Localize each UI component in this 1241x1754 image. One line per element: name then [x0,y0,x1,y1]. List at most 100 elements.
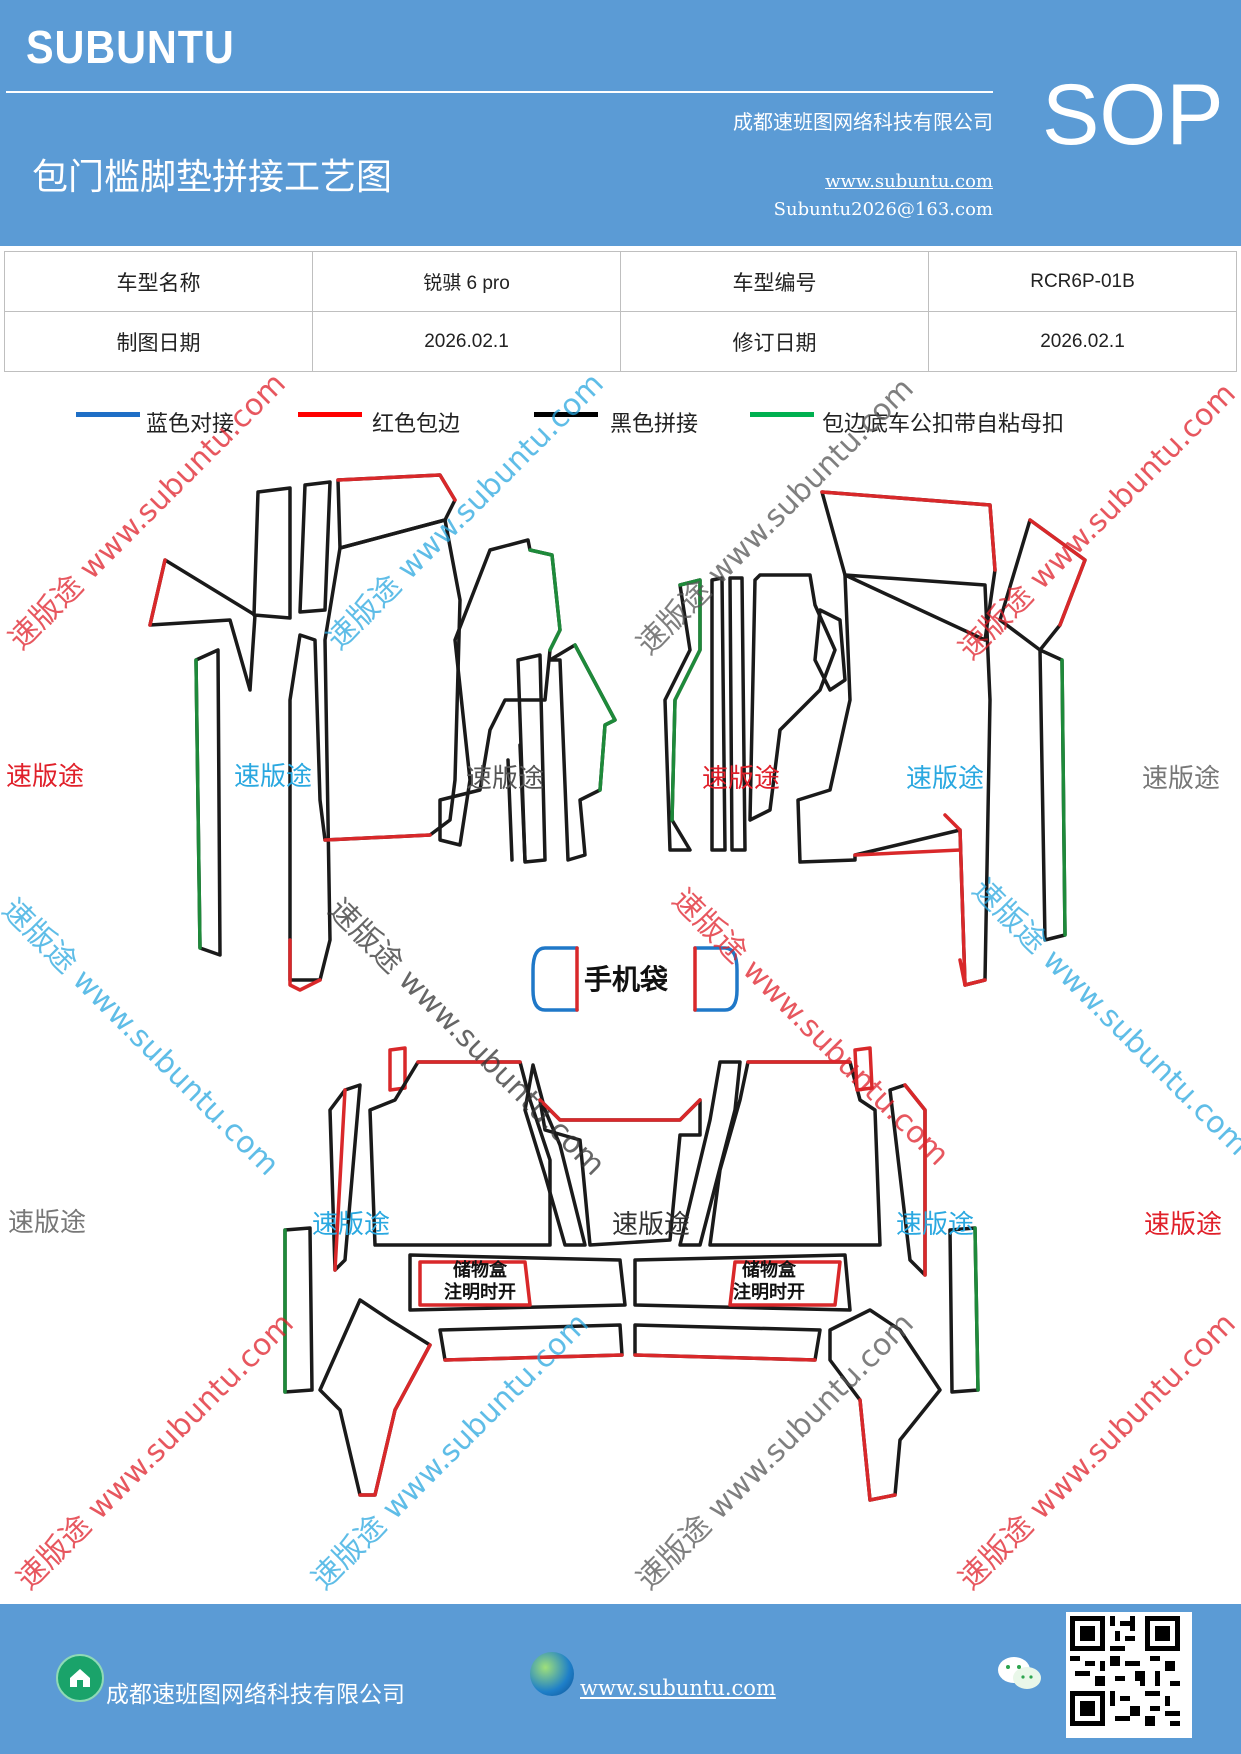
mat-edge-red [633,1353,817,1362]
email-address: Subuntu2026@163.com [773,199,993,220]
table-row: 车型名称 锐骐 6 pro 车型编号 RCR6P-01B [4,251,1237,312]
mat-edge-green [528,548,562,652]
storage-box-left-inner [418,1260,532,1307]
mat-piece [548,643,617,862]
info-table: 车型名称 锐骐 6 pro 车型编号 RCR6P-01B 制图日期 2026.0… [4,251,1237,372]
mat-piece [748,573,837,822]
qr-code [1066,1612,1192,1738]
mat-edge-green [1060,658,1067,937]
header-divider [6,91,993,93]
watermark-brand: 速版途 [1142,764,1221,794]
watermark-brand: 速版途 [702,764,781,794]
legend-swatch-black [534,412,598,417]
mat-splice-line [678,1060,742,1247]
mat-piece [853,1046,874,1092]
footer-website-link[interactable]: www.subuntu.com [580,1676,776,1700]
mat-edge-red [443,1353,624,1362]
mat-edge-red [853,848,962,857]
rear-pieces [283,1046,980,1502]
mat-edge-red [358,1343,432,1497]
mat-splice-line [506,743,527,862]
company-name: 成都速班图网络科技有限公司 [733,110,993,134]
mat-piece-rear-left [368,1060,552,1247]
wechat-icon [996,1654,1044,1698]
mat-edge-green [573,643,617,792]
mat-splice-line [523,1063,587,1247]
mat-edge-green [670,578,702,822]
mat-edge-red [148,558,167,627]
storage-box-right [633,1253,852,1312]
driver-side-pieces [148,473,617,992]
legend-swatch-blue [76,412,140,417]
storage-box-line2: 注明时开 [444,1282,516,1303]
mat-piece-sill-rear-left [283,1226,314,1394]
mat-splice-diagram [148,473,1087,1502]
mat-edge-red [903,1083,927,1277]
draw-date-value: 2026.02.1 [312,311,621,372]
mat-edge-red [336,473,457,502]
mat-piece [148,558,257,692]
home-icon [56,1654,104,1702]
model-code-value: RCR6P-01B [928,251,1237,312]
mat-piece [813,608,847,692]
header-banner: SUBUNTU 成都速班图网络科技有限公司 包门槛脚垫拼接工艺图 www.sub… [0,0,1241,246]
watermark-brand: 速版途 [6,762,85,792]
storage-box-right-inner [728,1260,842,1307]
mat-piece [828,1308,942,1502]
watermark-brand: 速版途 [906,764,985,794]
mat-edge-red [820,490,997,572]
mat-edge-red [858,1398,897,1502]
legend-swatch-green [750,412,814,417]
phone-bag-right [693,946,739,1012]
legend-swatch-red [298,412,362,417]
table-row: 制图日期 2026.02.1 修订日期 2026.02.1 [4,311,1237,372]
mat-piece [252,486,292,620]
footer-company: 成都速班图网络科技有限公司 [106,1682,405,1708]
sop-badge: SOP [1042,67,1224,163]
storage-box-label-right: 储物盒 注明时开 [733,1260,805,1304]
legend-label: 黑色拼接 [610,412,699,437]
storage-box-line2: 注明时开 [733,1282,805,1303]
legend-label: 红色包边 [372,412,461,437]
mat-piece [298,480,332,614]
footer-banner: 成都速班图网络科技有限公司 www.subuntu.com [0,1604,1241,1754]
mat-piece-main-driver [288,518,462,982]
phone-bag-left [531,946,579,1012]
model-name-value: 锐骐 6 pro [312,251,621,312]
legend-label: 包边底车公扣带自粘母扣 [822,412,1065,437]
mat-piece-rear-right [708,1060,882,1247]
storage-box-line1: 储物盒 [742,1260,796,1281]
legend-label: 蓝色对接 [146,412,235,437]
mat-edge-red [538,1098,702,1122]
passenger-side-pieces [663,490,1087,987]
watermark-brand: 速版途 [1144,1210,1223,1240]
mat-edge-red [288,938,322,992]
phone-bag-label: 手机袋 [584,963,669,996]
mat-edge-green [973,1226,980,1392]
watermark-brand: 速版途 [234,762,313,792]
storage-box-line1: 储物盒 [453,1260,507,1281]
brand-logo: SUBUNTU [26,21,235,73]
mat-edge-red [943,813,967,987]
mat-piece [328,1083,362,1272]
revision-date-label: 修订日期 [620,311,929,372]
watermark-brand: 速版途 [466,764,545,794]
phone-bag-shape [531,946,739,1012]
draw-date-label: 制图日期 [4,311,313,372]
model-code-label: 车型编号 [620,251,929,312]
watermark-brand: 速版途 [896,1210,975,1240]
watermark-brand: 速版途 [8,1208,87,1238]
page-title: 包门槛脚垫拼接工艺图 [32,157,393,198]
storage-box-left [408,1253,627,1312]
watermark-brand: 速版途 [312,1210,391,1240]
mat-splice-line [710,576,747,852]
revision-date-value: 2026.02.1 [928,311,1237,372]
mat-edge-red [323,833,432,842]
mat-piece [388,1046,407,1092]
globe-icon [530,1652,574,1696]
model-name-label: 车型名称 [4,251,313,312]
mat-edge-red [1028,518,1087,627]
mat-edge-green [194,658,202,950]
mat-edge-red [333,1088,347,1272]
website-link[interactable]: www.subuntu.com [825,171,993,192]
